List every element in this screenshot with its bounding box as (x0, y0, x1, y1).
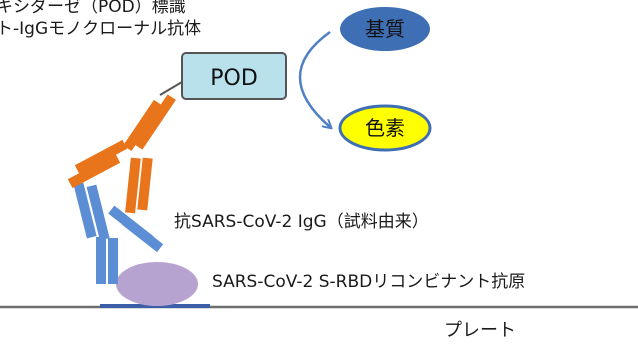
pigment-label: 色素 (365, 116, 405, 140)
conjugate-label-line2: ト-IgGモノクローナル抗体 (0, 19, 201, 39)
pod-box (181, 52, 287, 100)
conjugate-label-line1: キシダーゼ（POD）標識 (0, 0, 186, 17)
pigment-ellipse (338, 104, 432, 152)
plate-label: プレート (444, 320, 516, 341)
reaction-arrow (298, 30, 330, 127)
plate-base (100, 304, 210, 308)
antigen-shape (116, 262, 198, 306)
secondary-antibody (67, 94, 176, 214)
pod-connector (159, 81, 183, 96)
substrate-label: 基質 (365, 17, 405, 41)
antigen-label: SARS-CoV-2 S-RBDリコンビナント抗原 (212, 272, 525, 292)
sample-antibody (73, 182, 164, 284)
sample-igg-label: 抗SARS-CoV-2 IgG（試料由来） (174, 212, 429, 232)
substrate-ellipse (340, 7, 430, 51)
pod-label: POD (210, 66, 258, 91)
